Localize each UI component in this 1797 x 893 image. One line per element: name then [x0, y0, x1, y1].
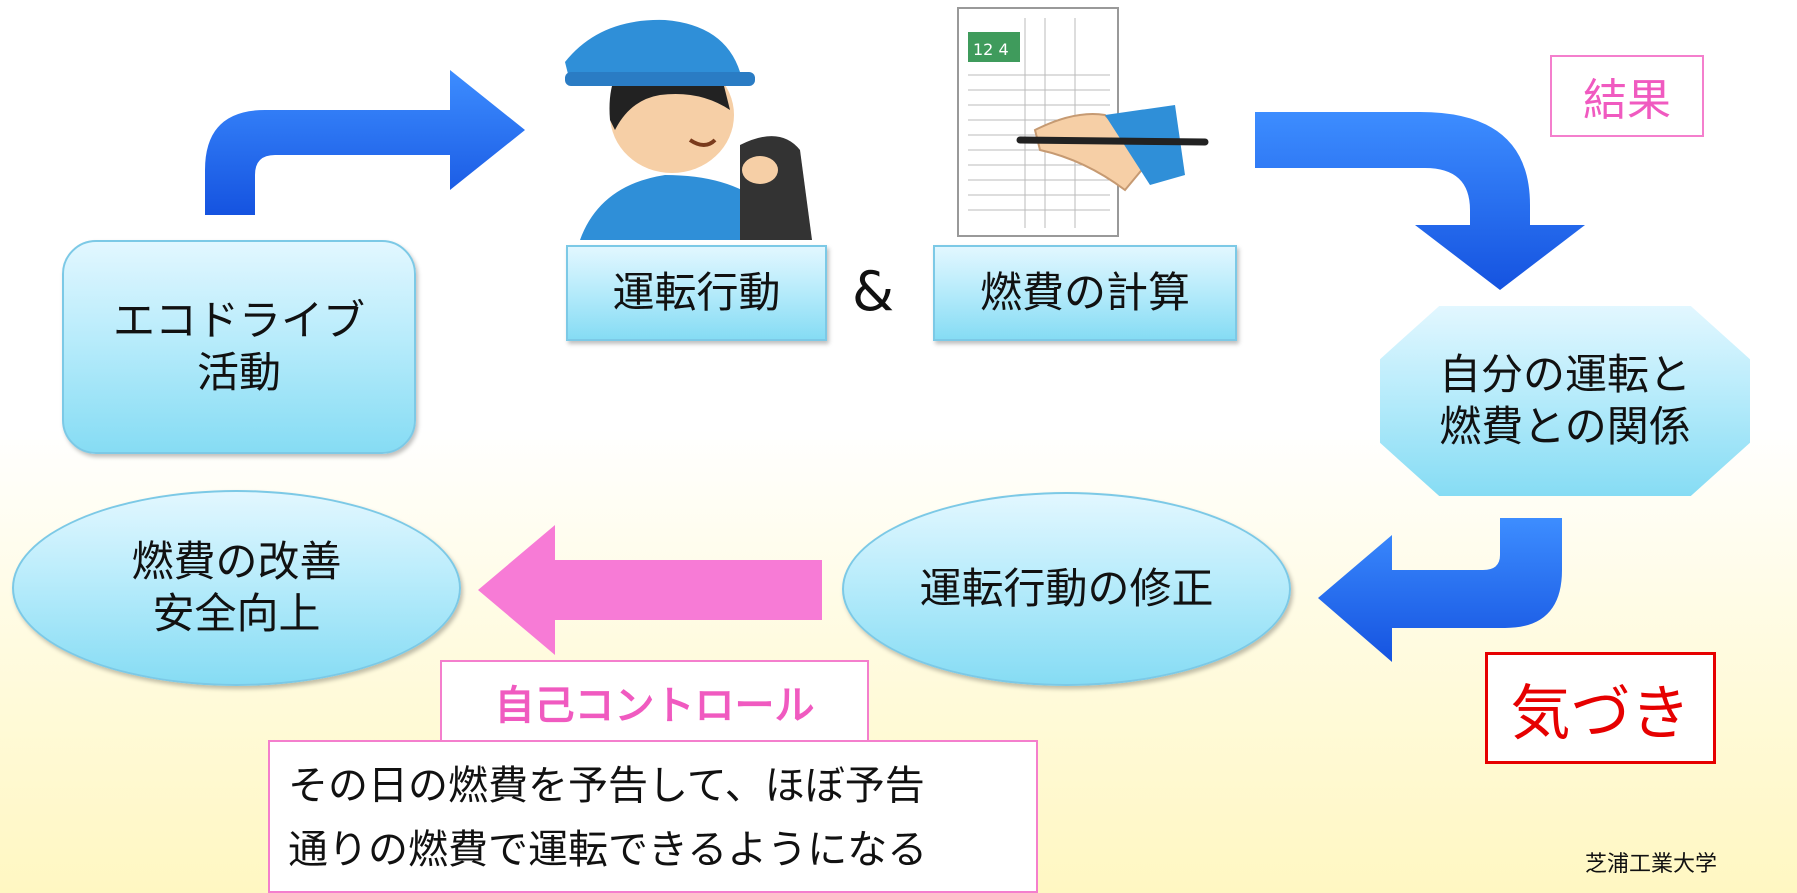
eco-drive-line2: 活動 — [196, 348, 281, 397]
improvement-line1: 燃費の改善 — [131, 536, 342, 586]
awareness-text: 気づき — [1510, 678, 1691, 749]
fuel-calc-label: 燃費の計算 — [979, 267, 1190, 317]
correction-ellipse: 運転行動の修正 — [842, 492, 1291, 686]
self-control-text: 自己コントロール — [494, 683, 815, 729]
note-box: その日の燃費を予告して、ほぼ予告 通りの燃費で運転できるようになる — [268, 740, 1038, 893]
driver-icon — [565, 19, 812, 240]
svg-text:12 4: 12 4 — [973, 40, 1009, 59]
arrow-to-improvement — [478, 525, 822, 655]
improvement-ellipse: 燃費の改善 安全向上 — [12, 490, 461, 686]
relationship-line2: 燃費との関係 — [1439, 402, 1691, 451]
ampersand: & — [852, 260, 895, 323]
fuel-log-sheet-icon: 12 4 — [957, 7, 1209, 237]
driving-behavior-box: 運転行動 — [566, 245, 827, 341]
self-control-label: 自己コントロール — [440, 660, 869, 742]
result-label: 結果 — [1550, 55, 1704, 137]
relationship-box: 自分の運転と 燃費との関係 — [1380, 306, 1750, 496]
correction-label: 運転行動の修正 — [919, 563, 1214, 613]
fuel-calc-box: 燃費の計算 — [933, 245, 1237, 341]
driving-behavior-label: 運転行動 — [612, 267, 781, 317]
note-line1: その日の燃費を予告して、ほぼ予告 — [288, 763, 925, 809]
arrow-to-correction — [1318, 518, 1562, 662]
relationship-line1: 自分の運転と — [1438, 349, 1691, 399]
result-text: 結果 — [1583, 75, 1671, 126]
arrow-to-relationship — [1255, 112, 1585, 290]
note-line2: 通りの燃費で運転できるようになる — [288, 827, 928, 873]
eco-drive-line1: エコドライブ — [112, 295, 365, 345]
improvement-line2: 安全向上 — [152, 589, 321, 638]
awareness-label: 気づき — [1485, 652, 1716, 764]
arrow-to-driving — [205, 70, 525, 215]
credit-text: 芝浦工業大学 — [1585, 852, 1718, 877]
eco-drive-box: エコドライブ 活動 — [62, 240, 416, 454]
